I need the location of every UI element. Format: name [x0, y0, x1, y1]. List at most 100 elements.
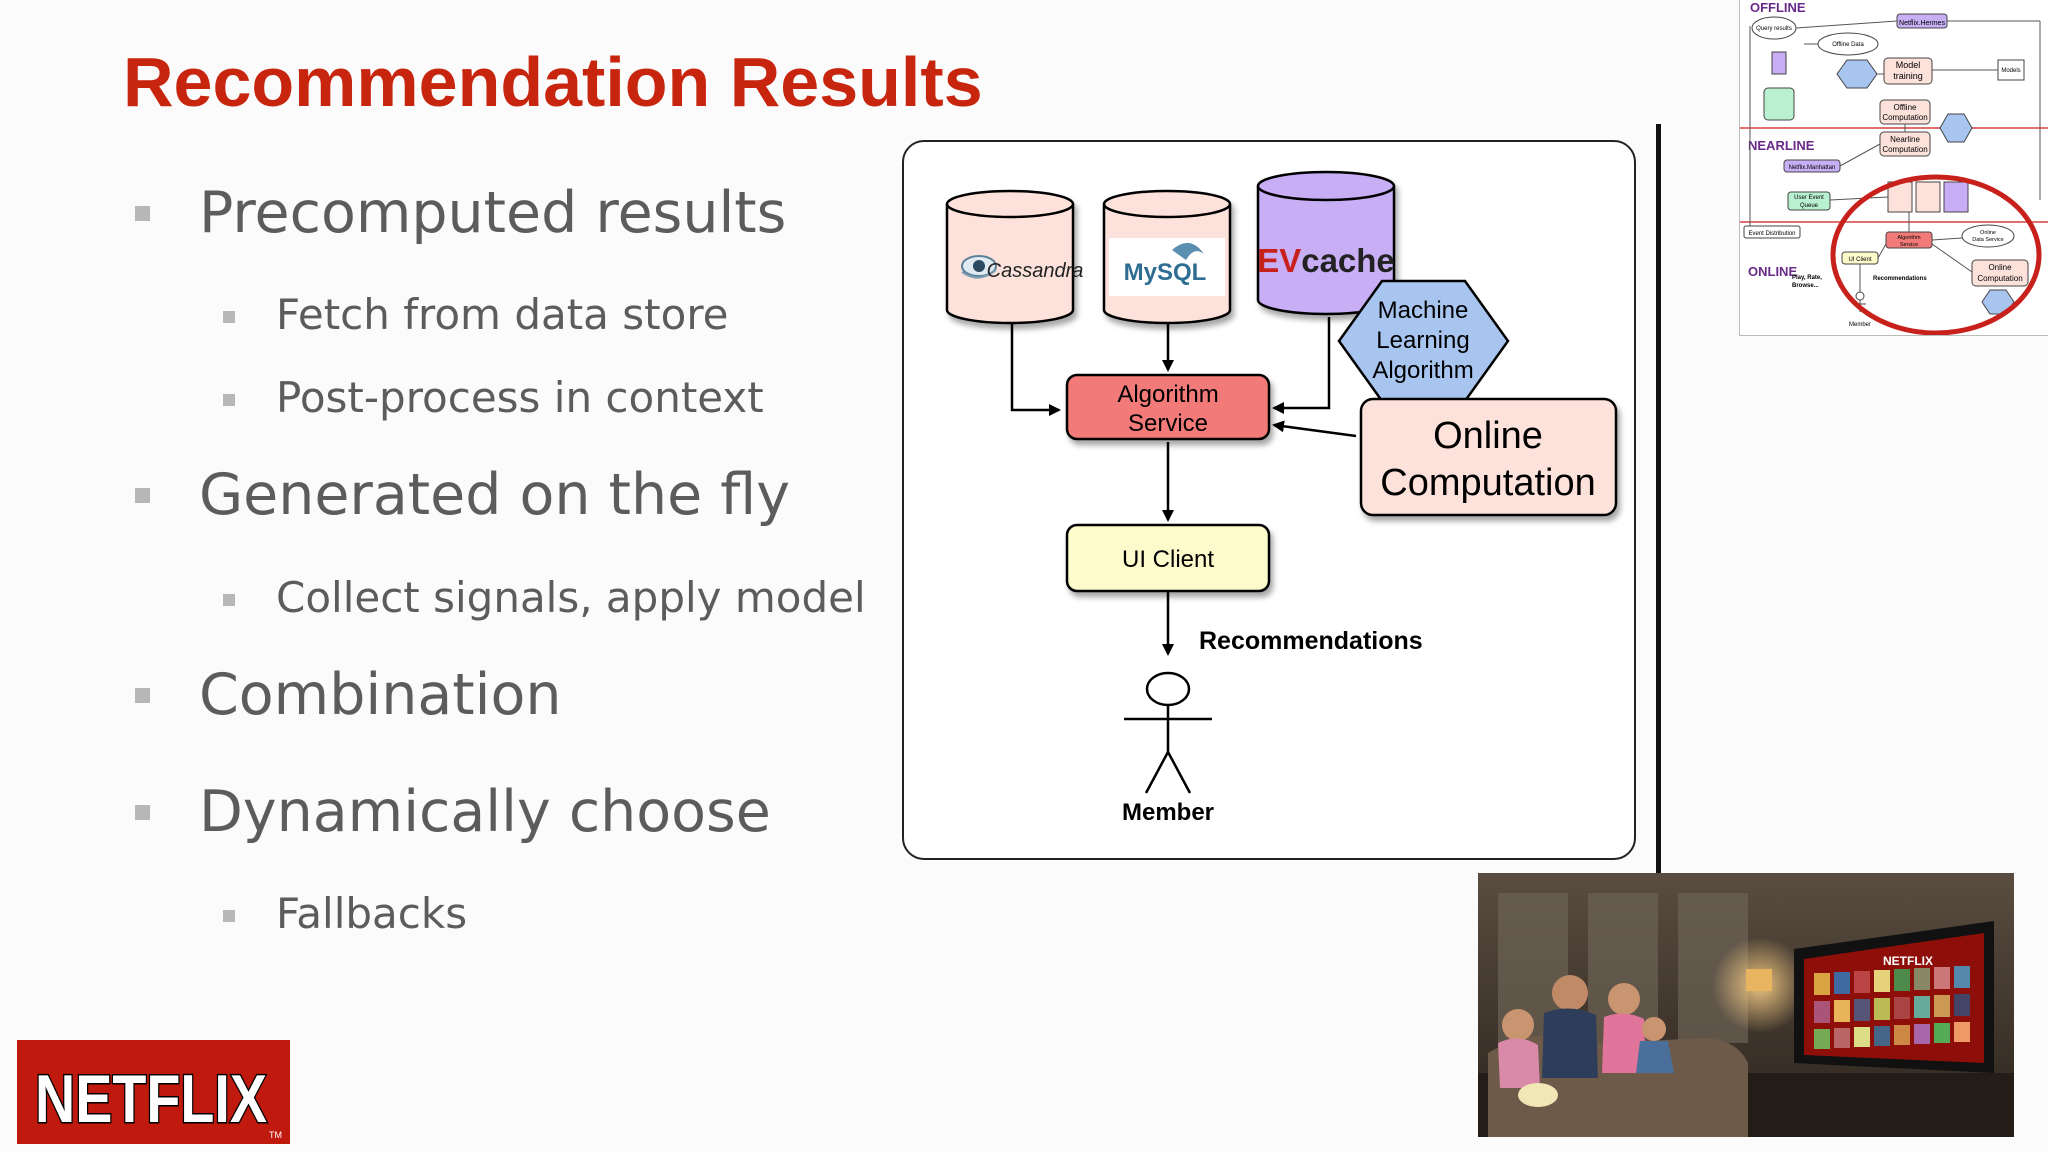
- bullet-mark: [135, 488, 150, 503]
- mini-store-b: [1915, 181, 1941, 213]
- evcache-store: [1256, 170, 1396, 316]
- mini-ml-hexagon-offline: [1836, 59, 1878, 89]
- tv-netflix-logo: NETFLIX: [1883, 954, 1933, 968]
- cassandra-eye-icon: [961, 255, 997, 279]
- mini-model-training-line2: training: [1893, 71, 1923, 81]
- mini-offline-computation-line2: Computation: [1882, 113, 1927, 122]
- bullet-combination: Combination: [135, 662, 562, 728]
- bullet-mark: [135, 805, 150, 820]
- mini-models-label: Models: [2001, 68, 2020, 74]
- mini-architecture-diagram: OFFLINE NEARLINE ONLINE Netflix.Hermes Q…: [1739, 0, 2048, 336]
- mini-diagram-canvas: OFFLINE NEARLINE ONLINE Netflix.Hermes Q…: [1740, 0, 2048, 335]
- mini-member-label: Member: [1849, 322, 1871, 328]
- bullet-text: Collect signals, apply model: [276, 573, 866, 622]
- bullet-dynamically: Dynamically choose: [135, 779, 771, 845]
- mini-netflix-manhattan-label: Netflix.Manhattan: [1789, 165, 1836, 171]
- architecture-diagram: Cassandra MySQL EVcache Machine Lea: [902, 140, 1636, 860]
- mini-green-store: [1763, 87, 1795, 121]
- algorithm-service-line2: Service: [1128, 410, 1208, 437]
- bullet-mark: [223, 910, 235, 922]
- bullet-postprocess: Post-process in context: [223, 373, 764, 422]
- algorithm-service-box: [1065, 373, 1271, 441]
- bullet-mark: [223, 594, 235, 606]
- online-computation-line2: Computation: [1380, 462, 1595, 504]
- mini-offline-computation-line1: Offline: [1894, 103, 1918, 112]
- tv-poster-grid: [1814, 966, 1970, 1049]
- bullet-text: Generated on the fly: [199, 462, 790, 528]
- mini-online-computation-line2: Computation: [1977, 274, 2022, 283]
- bullet-text: Dynamically choose: [199, 779, 771, 845]
- family-tv-photo: NETFLIX: [1478, 873, 2014, 1137]
- connectors: [1010, 315, 1357, 656]
- mini-connectors: [1749, 20, 2041, 292]
- arrow-online-to-service: [1272, 420, 1357, 438]
- diagram-canvas: Cassandra MySQL EVcache Machine Lea: [945, 170, 1618, 826]
- photo-family: [1498, 975, 1674, 1107]
- mysql-dolphin-icon: [1172, 242, 1204, 260]
- netflix-logo: NETFLIX TM: [17, 1040, 290, 1144]
- bullet-mark: [223, 311, 235, 323]
- divider-line: [1656, 124, 1661, 874]
- ui-client-label: UI Client: [1122, 546, 1214, 573]
- mini-online-data-service-line2: Data Service: [1972, 237, 2004, 243]
- mini-algorithm-service-line2: Service: [1900, 242, 1918, 248]
- bullet-fetch: Fetch from data store: [223, 290, 729, 339]
- mini-nearline-computation-line2: Computation: [1882, 145, 1927, 154]
- bullet-generated: Generated on the fly: [135, 462, 790, 528]
- ml-label-line1: Machine: [1378, 297, 1469, 324]
- photo-lamp-icon: [1746, 969, 1772, 991]
- mini-nearline-computation-line1: Nearline: [1890, 135, 1920, 144]
- mini-user-event-queue: [1787, 191, 1831, 211]
- netflix-trademark: TM: [269, 1130, 282, 1140]
- bullet-text: Fallbacks: [276, 889, 468, 938]
- mysql-logo-bg: [1109, 238, 1225, 296]
- mini-offline-data-label: Offline Data: [1832, 42, 1864, 48]
- arrow-cassandra-to-service: [1010, 317, 1061, 416]
- slide-title: Recommendation Results: [123, 43, 983, 121]
- evcache-label: EVcache: [1257, 242, 1395, 279]
- ml-label-line2: Learning: [1376, 327, 1469, 354]
- mini-play-rate-line1: Play, Rate,: [1792, 275, 1822, 281]
- mini-model-training: [1883, 57, 1933, 85]
- arrow-evcache-to-service: [1272, 317, 1331, 414]
- member-stick-figure-icon: [1124, 671, 1212, 794]
- bullet-mark: [135, 206, 150, 221]
- mini-algorithm-service-line1: Algorithm: [1897, 235, 1921, 241]
- mini-user-event-queue-line2: Queue: [1800, 203, 1819, 209]
- bullet-precomputed: Precomputed results: [135, 180, 787, 246]
- mini-online-computation: [1971, 259, 2029, 287]
- bullet-text: Combination: [199, 662, 562, 728]
- mini-model-training-line1: Model: [1896, 60, 1921, 70]
- mini-online-data-service-line1: Online: [1980, 230, 1996, 236]
- online-computation-box: [1359, 397, 1618, 517]
- bullet-collect: Collect signals, apply model: [223, 573, 866, 622]
- bullet-text: Post-process in context: [276, 373, 764, 422]
- evcache-label-ev: EV: [1257, 242, 1301, 279]
- online-computation-line1: Online: [1433, 415, 1543, 457]
- mini-online-label: ONLINE: [1748, 264, 1797, 279]
- mini-offline-store: [1771, 51, 1787, 75]
- cassandra-store: [945, 189, 1075, 325]
- mini-event-distribution-label: Event Distribution: [1748, 231, 1795, 237]
- bullet-text: Precomputed results: [199, 180, 787, 246]
- mini-event-distribution: [1743, 225, 1801, 239]
- mini-offline-label: OFFLINE: [1750, 0, 1806, 15]
- mysql-label: MySQL: [1124, 259, 1207, 286]
- mini-user-event-queue-line1: User Event: [1794, 195, 1824, 201]
- mini-store-c: [1943, 181, 1969, 213]
- mini-recommendations-label: Recommendations: [1873, 276, 1927, 282]
- ml-label-line3: Algorithm: [1372, 357, 1473, 384]
- netflix-logo-canvas: NETFLIX TM: [34, 1060, 283, 1141]
- mini-play-rate-line2: Browse...: [1792, 283, 1819, 289]
- mini-ui-client-label: UI Client: [1848, 257, 1871, 263]
- bullet-text: Fetch from data store: [276, 290, 729, 339]
- bullet-mark: [135, 688, 150, 703]
- evcache-label-rest: cache: [1301, 242, 1395, 279]
- recommendations-label: Recommendations: [1199, 627, 1423, 655]
- mini-ml-hexagon-nearline: [1939, 113, 1973, 143]
- mini-netflix-hermes-label: Netflix.Hermes: [1899, 20, 1945, 27]
- member-label: Member: [1122, 799, 1214, 826]
- mini-query-results-label: Query results: [1756, 26, 1792, 32]
- mini-online-computation-line1: Online: [1988, 263, 2012, 272]
- mini-nearline-label: NEARLINE: [1748, 138, 1815, 153]
